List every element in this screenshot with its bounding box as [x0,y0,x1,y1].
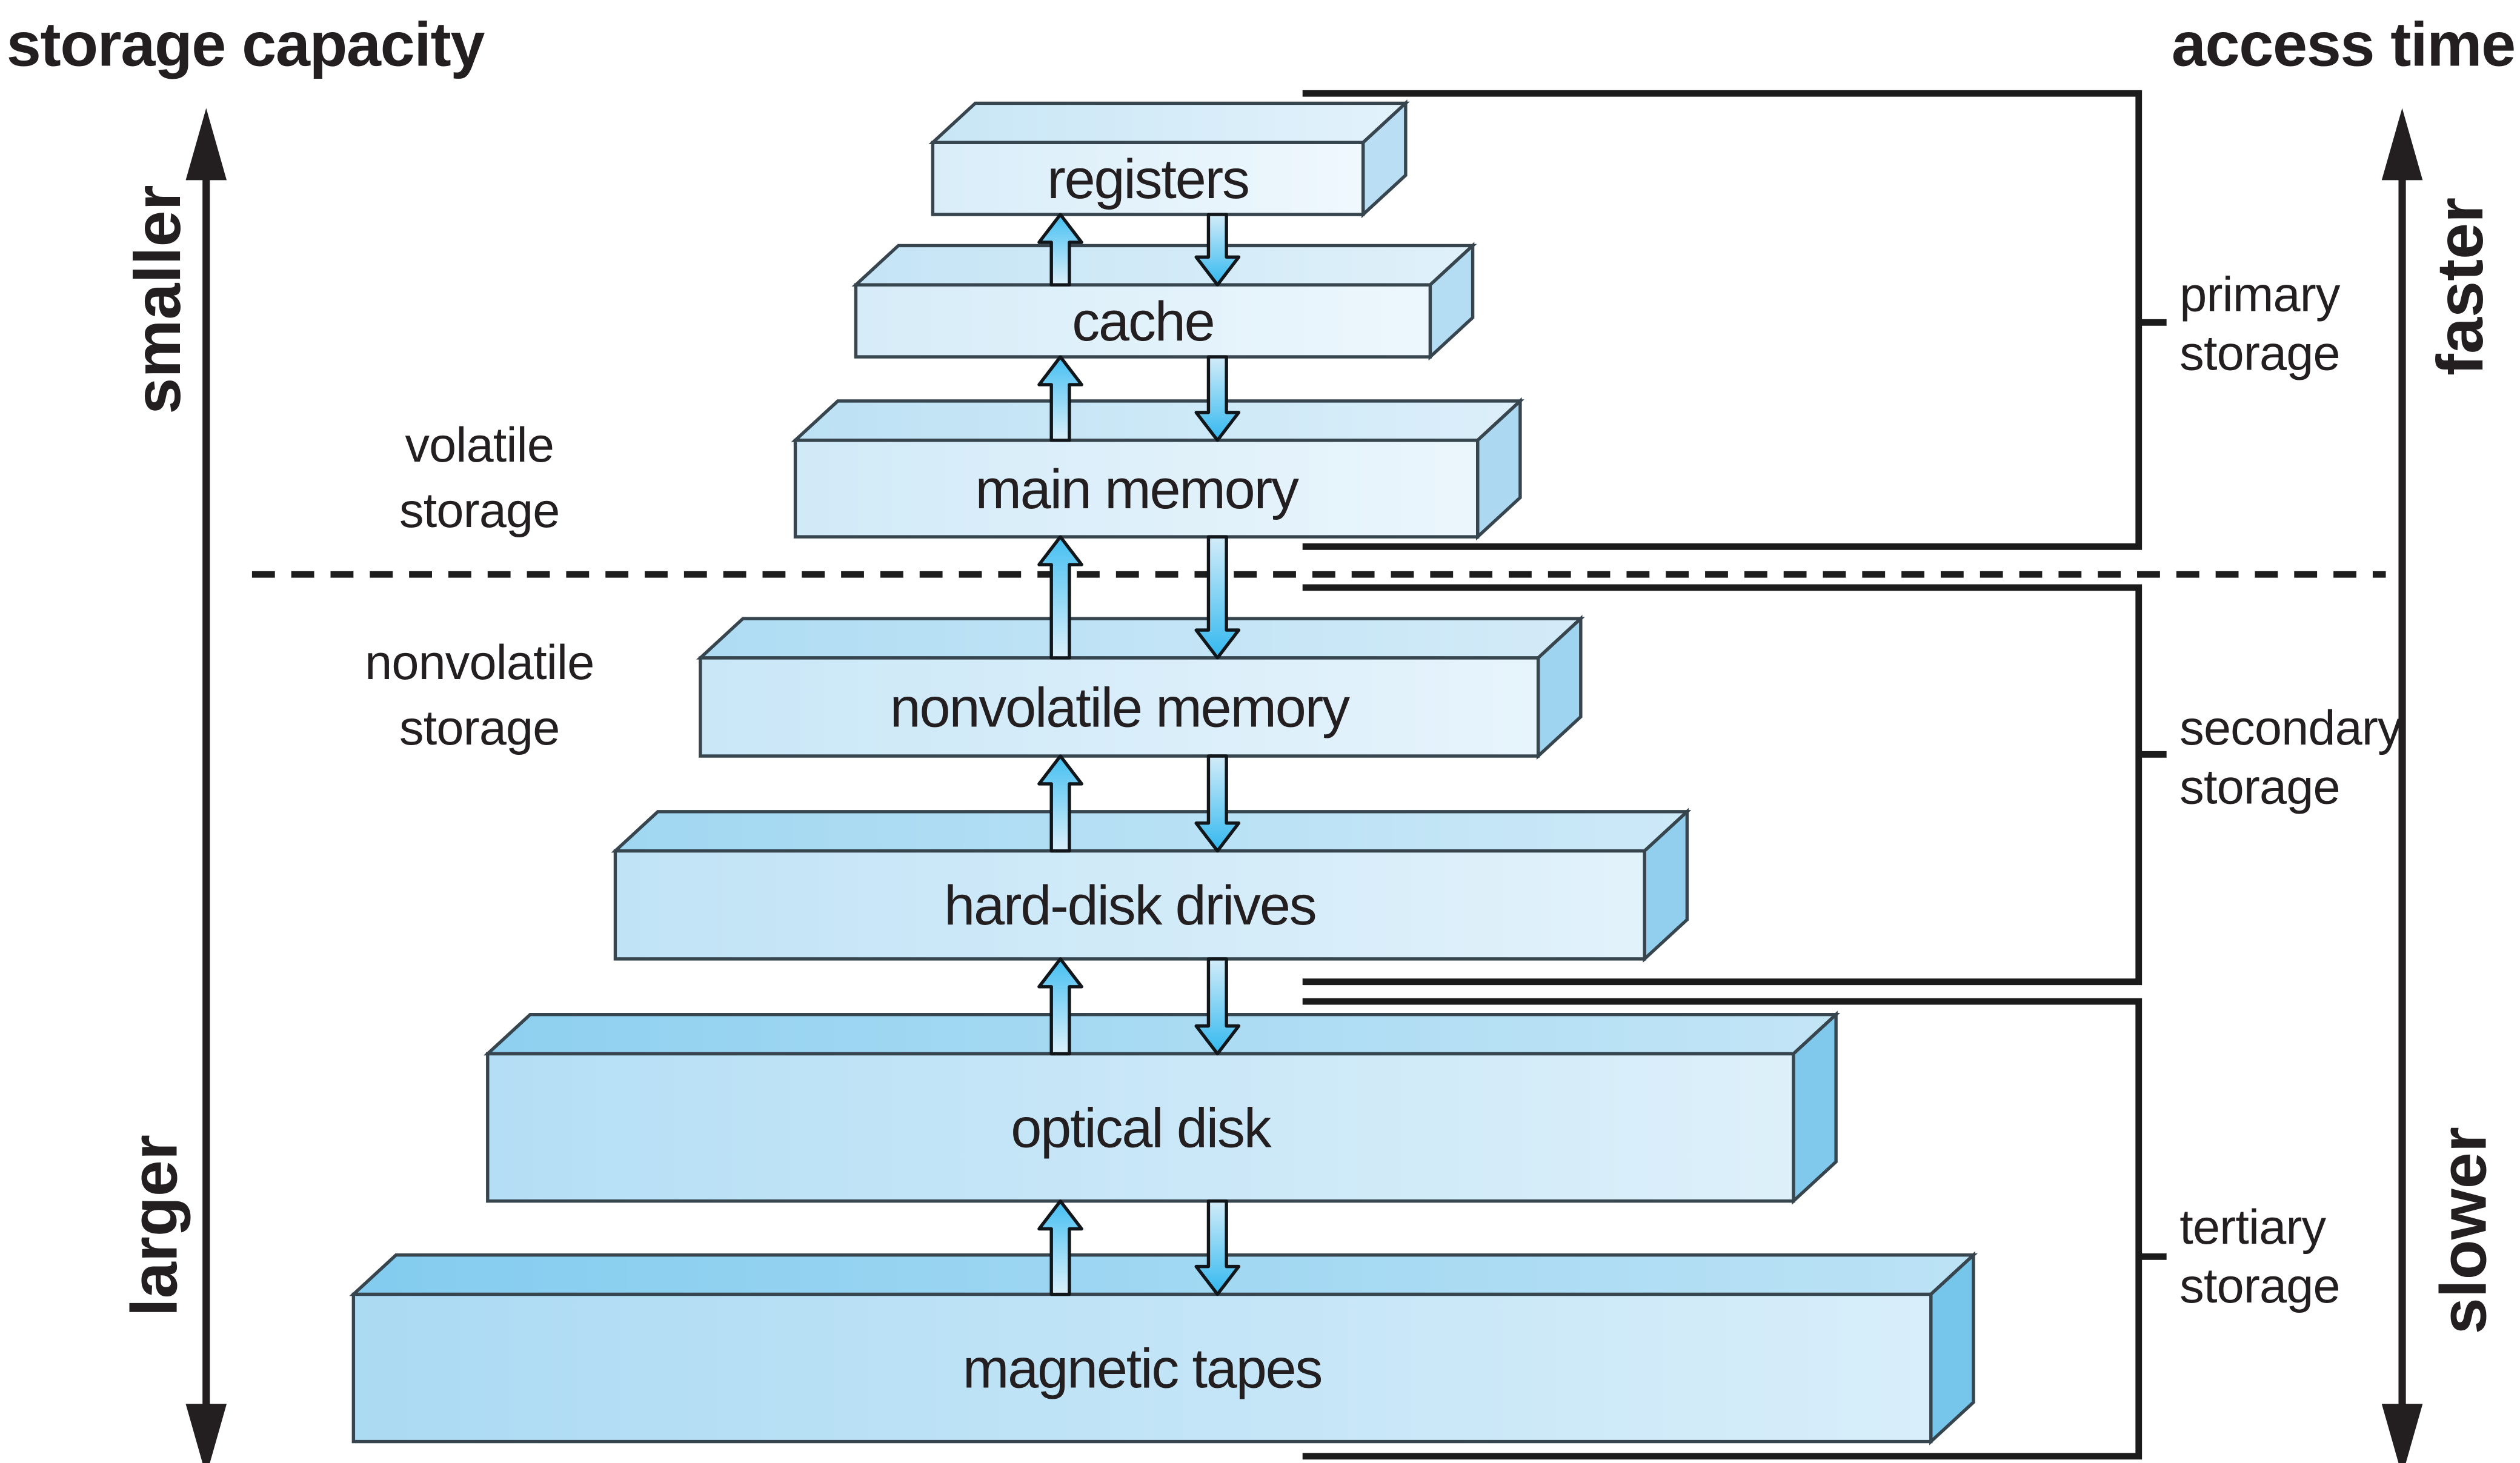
down-arrow-icon-hard-disk-drives-to-optical-disk [1194,957,1241,1056]
label-faster: faster [2423,197,2496,376]
hard-disk-drives-top-face [611,810,1692,853]
down-arrow-icon-registers-to-cache [1194,213,1241,287]
nonvolatile-label-line1: nonvolatile [365,635,594,690]
up-arrow-icon-cache-to-registers [1037,213,1083,287]
up-arrow-icon-optical-disk-to-hard-disk-drives [1037,957,1083,1056]
tertiary-label-line2: storage [2179,1259,2340,1313]
main-memory-label: main memory [975,459,1299,520]
nonvolatile-storage-label: nonvolatile storage [365,635,594,755]
layer-box-registers: registers [928,99,1410,219]
primary-label-line2: storage [2179,327,2340,381]
title-storage-capacity: storage capacity [7,9,485,79]
optical-disk-front-face [486,1052,1795,1203]
up-arrow-icon-magnetic-tapes-to-optical-disk [1037,1199,1083,1296]
registers-label: registers [1047,148,1249,210]
hard-disk-drives-label: hard-disk drives [944,875,1315,937]
layer-box-magnetic-tapes: magnetic tapes [349,1251,1978,1445]
cache-top-face [851,244,1477,287]
optical-disk-top-face [483,1013,1841,1056]
left-axis-down-arrowhead-icon [185,1404,227,1463]
registers-top-face [928,101,1410,144]
secondary-label-line2: storage [2179,760,2340,814]
title-access-time: access time [2172,9,2515,79]
primary-label-line1: primary [2179,267,2341,322]
secondary-storage-label: secondary storage [2179,701,2403,814]
layer-box-optical-disk: optical disk [483,1010,1841,1205]
up-arrow-icon-hard-disk-drives-to-nonvolatile-memory [1037,754,1083,853]
hard-disk-drives-front-face [613,849,1646,961]
secondary-label-line1: secondary [2179,701,2402,755]
label-slower: slower [2426,1127,2499,1334]
cache-label: cache [1072,291,1214,353]
hierarchy-boxes: registers cache main memory nonvolatile mem… [349,99,1978,1445]
label-larger: larger [118,1135,191,1316]
nonvolatile-label-line2: storage [399,701,560,755]
secondary-storage-bracket [1302,584,2143,986]
transfer-arrows [1037,213,1241,1296]
layer-box-main-memory: main memory [791,397,1524,541]
cache-front-face [854,283,1432,359]
magnetic-tapes-label: magnetic tapes [963,1338,1322,1399]
right-access-time-axis-arrow [2381,108,2423,1463]
volatile-storage-label: volatile storage [399,418,560,538]
optical-disk-label: optical disk [1011,1097,1272,1159]
down-arrow-icon-main-memory-to-nonvolatile-memory [1194,535,1241,660]
right-axis-up-arrowhead-icon [2381,108,2423,181]
volatile-label-line2: storage [399,483,560,538]
nonvolatile-memory-top-face [696,617,1585,660]
primary-storage-label: primary storage [2179,267,2341,380]
up-arrow-icon-nonvolatile-memory-to-main-memory [1037,535,1083,660]
nonvolatile-memory-front-face [699,656,1540,758]
layer-box-nonvolatile-memory: nonvolatile memory [696,614,1585,760]
down-arrow-icon-nonvolatile-memory-to-hard-disk-drives [1194,754,1241,853]
storage-class-brackets [1302,90,2167,1460]
label-smaller: smaller [121,185,194,414]
left-axis-up-arrowhead-icon [185,108,227,181]
tertiary-label-line1: tertiary [2179,1200,2326,1255]
main-memory-front-face [793,439,1480,539]
layer-box-cache: cache [851,242,1477,361]
left-capacity-axis-arrow [185,108,227,1463]
tertiary-storage-label: tertiary storage [2179,1200,2340,1313]
down-arrow-icon-optical-disk-to-magnetic-tapes [1194,1199,1241,1296]
volatile-label-line1: volatile [405,418,554,473]
nonvolatile-memory-label: nonvolatile memory [890,677,1350,738]
registers-front-face [931,141,1365,216]
magnetic-tapes-top-face [349,1253,1978,1296]
magnetic-tapes-front-face [351,1292,1933,1444]
main-memory-top-face [791,399,1524,442]
right-axis-down-arrowhead-icon [2381,1404,2423,1463]
tertiary-storage-bracket [1302,998,2143,1460]
up-arrow-icon-main-memory-to-cache [1037,355,1083,442]
down-arrow-icon-cache-to-main-memory [1194,355,1241,442]
layer-box-hard-disk-drives: hard-disk drives [611,808,1692,963]
